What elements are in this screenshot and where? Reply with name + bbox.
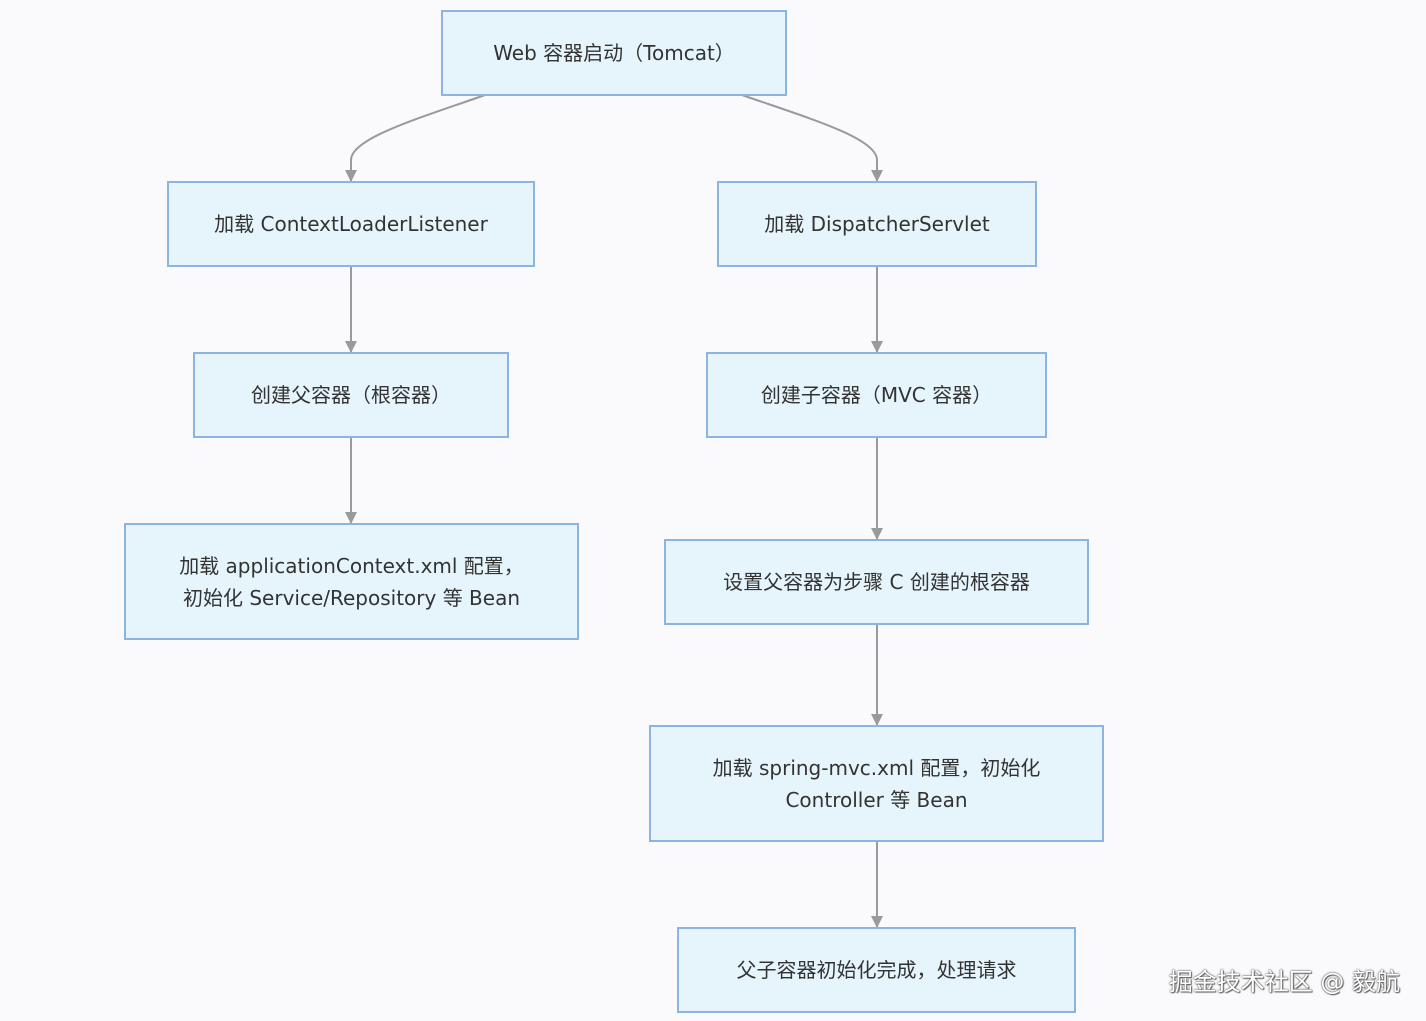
node-load-spring-mvc: 加载 spring-mvc.xml 配置，初始化 Controller 等 Be… xyxy=(649,725,1104,842)
node-web-container-start-label: Web 容器启动（Tomcat） xyxy=(493,41,735,65)
node-init-complete-label: 父子容器初始化完成，处理请求 xyxy=(736,958,1017,982)
node-load-dispatcher-servlet: 加载 DispatcherServlet xyxy=(717,181,1037,267)
edge-web-to-listener xyxy=(345,94,486,182)
watermark: 掘金技术社区 @ 毅航 xyxy=(1168,968,1400,996)
node-load-context-loader-listener: 加载 ContextLoaderListener xyxy=(167,181,535,267)
node-init-complete: 父子容器初始化完成，处理请求 xyxy=(677,927,1076,1013)
node-set-parent-container-label: 设置父容器为步骤 C 创建的根容器 xyxy=(723,570,1030,594)
node-create-child-container-label: 创建子容器（MVC 容器） xyxy=(760,383,993,407)
edge-web-to-dispatcher xyxy=(741,94,883,182)
node-create-parent-container: 创建父容器（根容器） xyxy=(193,352,509,438)
node-create-parent-container-label: 创建父容器（根容器） xyxy=(251,383,451,407)
node-web-container-start: Web 容器启动（Tomcat） xyxy=(441,10,787,96)
node-load-application-context-line2: 初始化 Service/Repository 等 Bean xyxy=(182,585,521,610)
node-create-child-container: 创建子容器（MVC 容器） xyxy=(706,352,1047,438)
node-set-parent-container: 设置父容器为步骤 C 创建的根容器 xyxy=(664,539,1089,625)
node-load-application-context: 加载 applicationContext.xml 配置， 初始化 Servic… xyxy=(124,523,579,640)
node-load-context-loader-listener-label: 加载 ContextLoaderListener xyxy=(214,212,488,236)
node-load-application-context-line1: 加载 applicationContext.xml 配置， xyxy=(179,553,524,578)
node-load-dispatcher-servlet-label: 加载 DispatcherServlet xyxy=(764,212,990,236)
node-load-spring-mvc-line1: 加载 spring-mvc.xml 配置，初始化 xyxy=(712,755,1041,780)
node-load-spring-mvc-line2: Controller 等 Bean xyxy=(785,787,968,812)
